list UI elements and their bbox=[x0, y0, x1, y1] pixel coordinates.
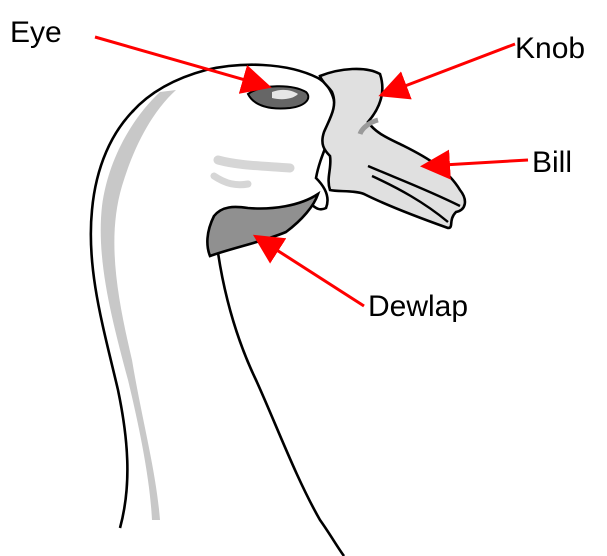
neck-shadow bbox=[101, 90, 176, 520]
arrow-dewlap bbox=[258, 238, 364, 306]
head-outline bbox=[132, 65, 335, 210]
label-knob: Knob bbox=[515, 32, 585, 65]
dewlap bbox=[207, 194, 318, 256]
head-shadow-stroke bbox=[218, 160, 290, 168]
knob-bill-shape bbox=[320, 69, 465, 228]
head-shadow-stroke-2 bbox=[214, 176, 248, 185]
label-eye: Eye bbox=[10, 16, 62, 49]
arrow-bill bbox=[426, 160, 528, 166]
arrow-knob bbox=[384, 44, 515, 94]
label-dewlap: Dewlap bbox=[368, 290, 468, 323]
label-bill: Bill bbox=[532, 146, 572, 179]
neck-inner-outline bbox=[214, 216, 344, 556]
